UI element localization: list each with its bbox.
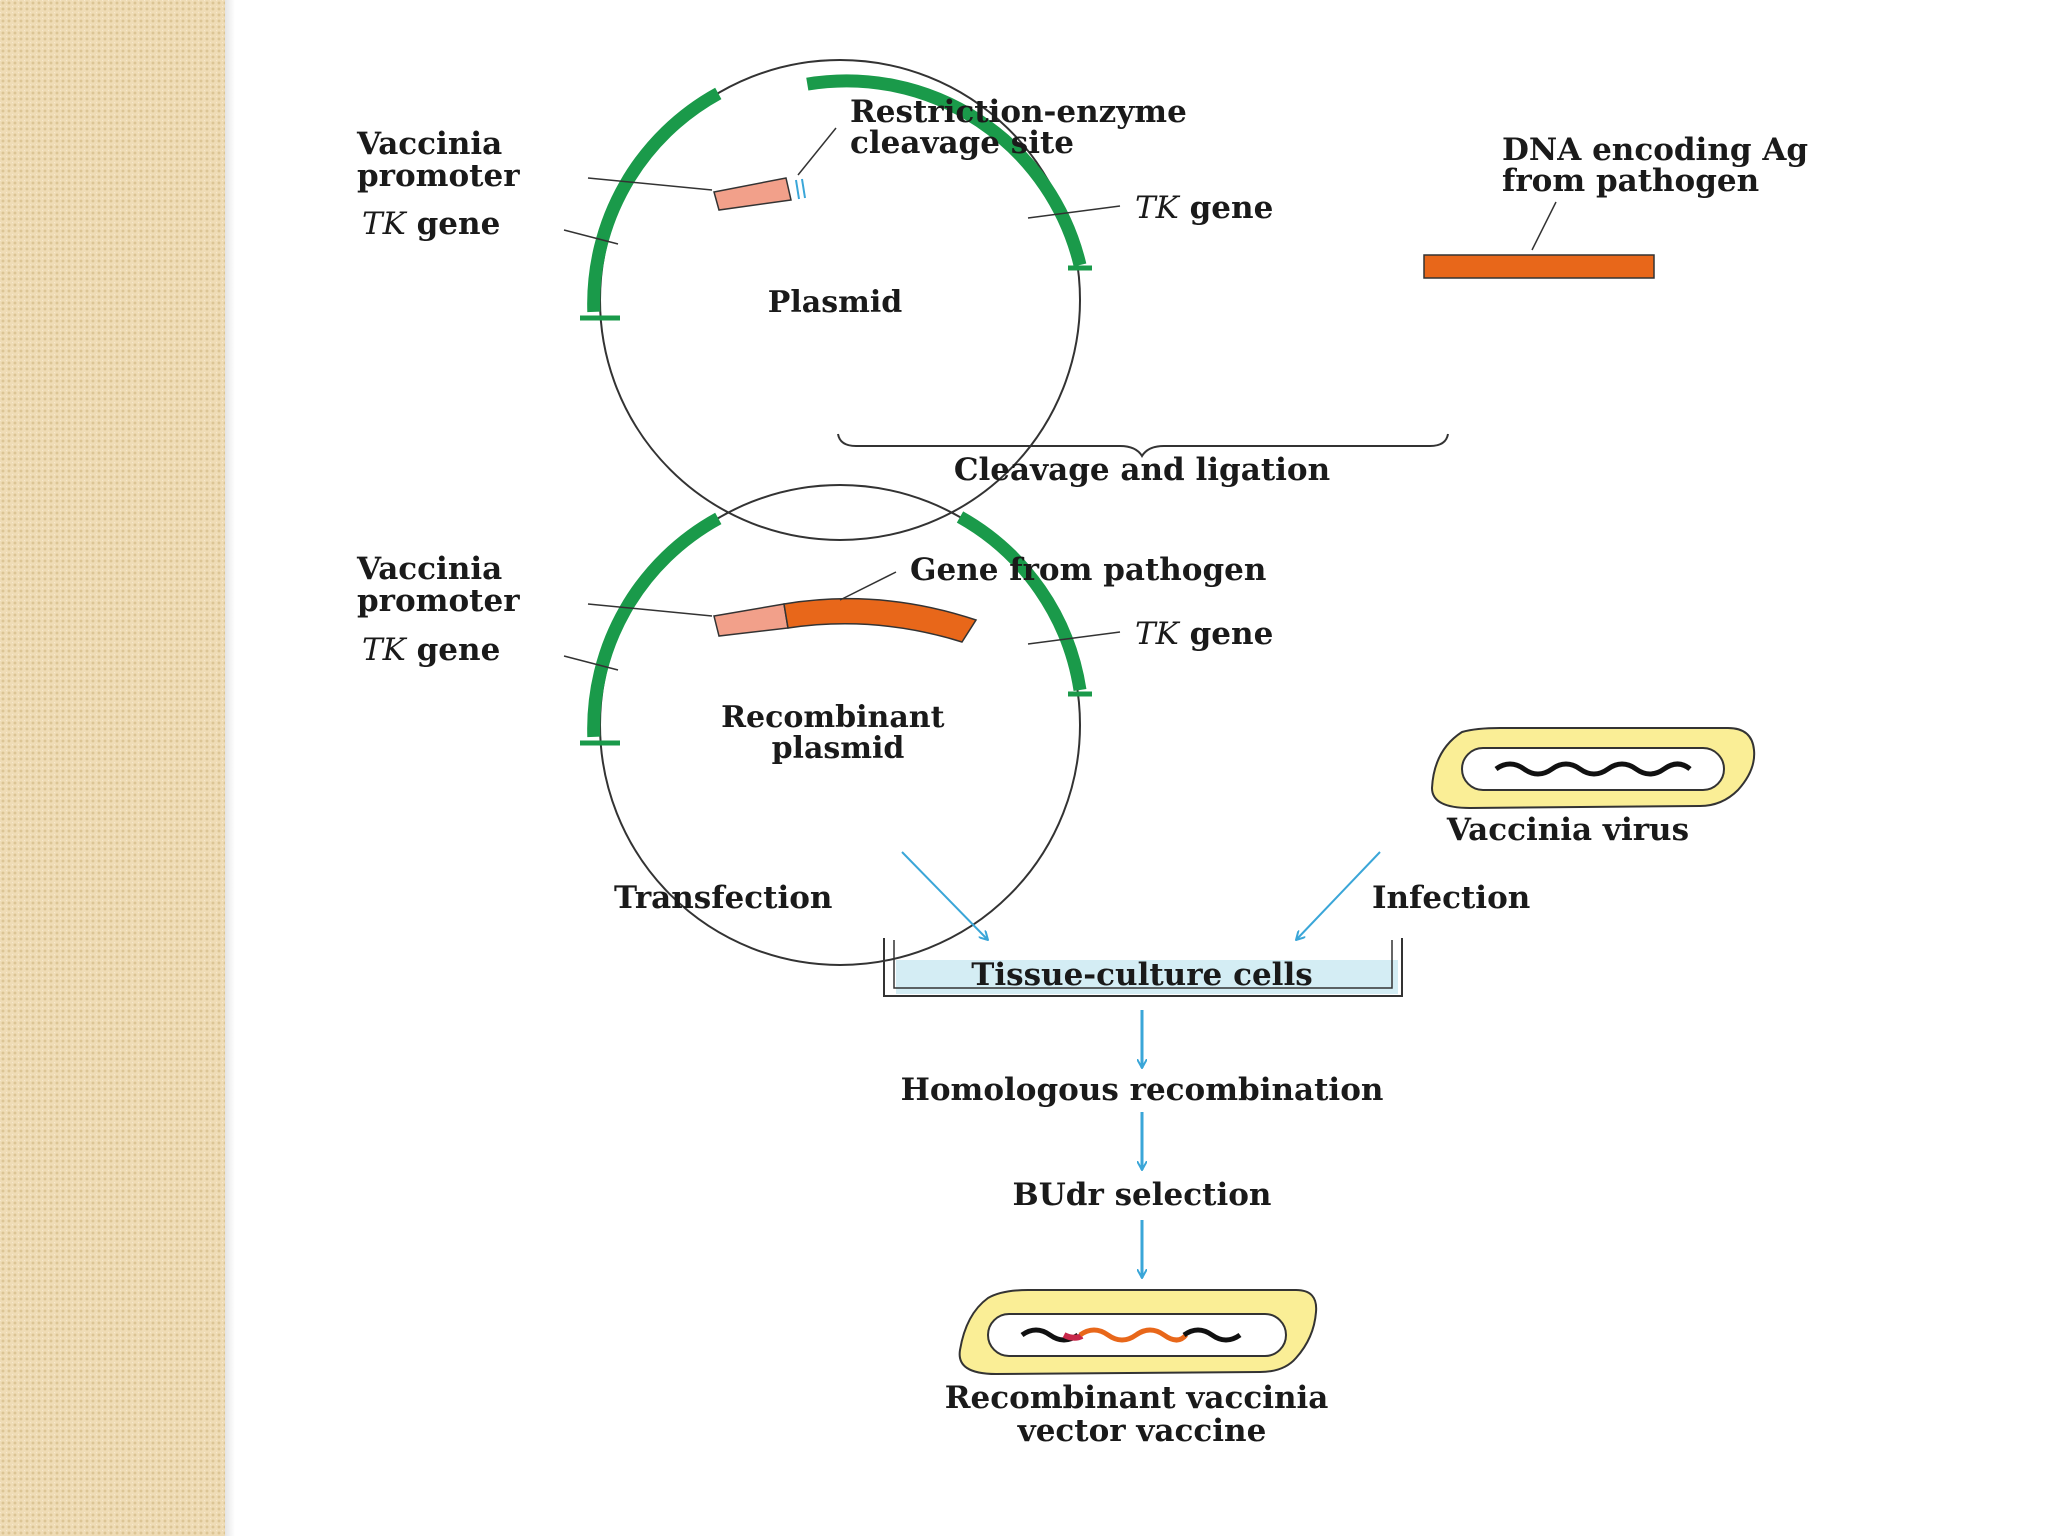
plasmid-label: Plasmid (768, 285, 902, 320)
cleavage-site-mark-2 (801, 178, 806, 199)
pathogen-gene-block (783, 597, 978, 643)
promoter-leader-2 (587, 603, 713, 617)
restriction-site-line1: Restriction-enzyme (850, 94, 1187, 130)
plasmid-diagram: Plasmid (580, 59, 1092, 541)
decorative-sidebar (0, 0, 225, 1536)
antigen-dna-block (1423, 254, 1655, 279)
infection-arrow (1296, 851, 1381, 940)
virus-dna-wave (1494, 761, 1692, 777)
vaccinia-promoter-label-2: Vaccinia promoter (356, 551, 520, 619)
tk-gene-right-label-2: TK gene (1135, 616, 1273, 652)
tk-gene-left-rest: gene (406, 206, 500, 242)
tissue-culture-dish: Tissue-culture cells (883, 938, 1403, 997)
tk-gene-right-leader-2 (1027, 631, 1121, 645)
transfection-label: Transfection (614, 880, 832, 916)
tk-gene-left-leader (563, 229, 619, 245)
recombinant-dna-wave-right (1182, 1327, 1242, 1343)
recombinant-plasmid-label: Recombinant plasmid (721, 700, 955, 766)
vaccinia-promoter-line1: Vaccinia (356, 126, 502, 162)
tk-gene-arc-left-2 (587, 512, 722, 738)
vaccinia-promoter-block (713, 177, 792, 211)
homologous-recombination-label: Homologous recombination (901, 1072, 1384, 1108)
vaccinia-promoter-block-2 (713, 603, 789, 637)
step1-labels: Vaccinia promoter Restriction-enzyme cle… (356, 94, 1819, 488)
restriction-site-line2: cleavage site (850, 125, 1074, 161)
recombinant-vaccine-label: Recombinant vaccinia vector vaccine (945, 1380, 1339, 1449)
tk-gene-arc-right (806, 74, 1087, 267)
cleavage-ligation-brace (837, 433, 1449, 458)
transfection-arrow (901, 851, 988, 940)
budr-selection-label: BUdr selection (1013, 1177, 1272, 1213)
tk-gene-left-2-italic: TK (362, 632, 408, 668)
tk-gene-left-label: TK gene (362, 206, 500, 242)
vaccinia-promoter-label: Vaccinia promoter (356, 126, 520, 194)
vaccinia-promoter-2-line2: promoter (357, 583, 520, 619)
dish-outline (883, 938, 1403, 997)
vaccinia-virus-icon (1430, 727, 1756, 810)
vaccinia-virus-label: Vaccinia virus (1446, 812, 1689, 848)
tk-gene-left-2-rest: gene (406, 632, 500, 668)
recombinant-virus-icon (958, 1289, 1318, 1376)
dna-encoding-line1: DNA encoding Ag (1502, 132, 1808, 168)
dna-encoding-leader (1531, 201, 1557, 251)
restriction-site-label: Restriction-enzyme cleavage site (850, 94, 1198, 161)
dna-encoding-label: DNA encoding Ag from pathogen (1502, 132, 1819, 199)
tk-gene-arc-left (587, 87, 722, 313)
recombinant-vaccine-line1: Recombinant vaccinia (945, 1380, 1329, 1416)
tk-gene-left-italic: TK (362, 206, 408, 242)
tk-gene-right-label: TK gene (1135, 190, 1273, 226)
tk-gene-right-rest: gene (1179, 190, 1273, 226)
vaccinia-promoter-2-line1: Vaccinia (356, 551, 502, 587)
cleavage-ligation-label: Cleavage and ligation (954, 452, 1330, 488)
tk-gene-right-leader (1027, 205, 1121, 219)
recombinant-plasmid-diagram: Recombinant plasmid (580, 484, 1092, 966)
cleavage-site-mark (795, 179, 800, 200)
virus-core (1461, 747, 1725, 791)
step2-labels: Vaccinia promoter Gene from pathogen TK … (356, 551, 1756, 1449)
tk-gene-right-2-italic: TK (1135, 616, 1181, 652)
restriction-site-leader (797, 127, 837, 176)
vaccinia-promoter-line2: promoter (357, 158, 520, 194)
sidebar-shadow (225, 0, 235, 1536)
dish-outline-inner (893, 940, 1393, 989)
tissue-culture-label: Tissue-culture cells (971, 957, 1312, 993)
tk-gene-right-2-rest: gene (1179, 616, 1273, 652)
recombinant-dna-promoter (1062, 1332, 1084, 1341)
recombinant-plasmid-line2: plasmid (772, 731, 905, 766)
promoter-leader (587, 177, 713, 191)
infection-label: Infection (1372, 880, 1530, 916)
recombinant-vaccine-line2: vector vaccine (1017, 1413, 1267, 1449)
tk-gene-right-italic: TK (1135, 190, 1181, 226)
recombinant-plasmid-line1: Recombinant (721, 700, 944, 735)
gene-from-pathogen-leader (839, 571, 897, 601)
tk-gene-arc-right-2 (956, 511, 1087, 691)
dna-encoding-line2: from pathogen (1502, 163, 1759, 199)
recombinant-dna-wave-gene (1078, 1327, 1188, 1343)
gene-from-pathogen-label: Gene from pathogen (910, 552, 1266, 588)
tk-gene-left-label-2: TK gene (362, 632, 500, 668)
tk-gene-left-leader-2 (563, 655, 619, 671)
